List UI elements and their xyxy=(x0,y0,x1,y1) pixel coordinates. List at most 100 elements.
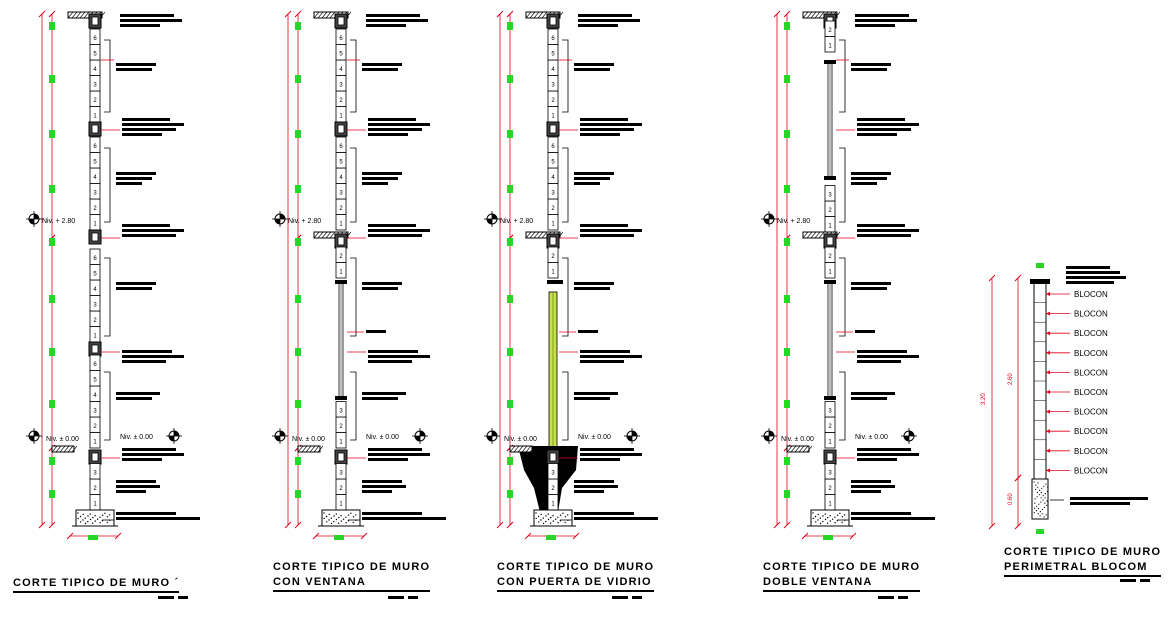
footing-aggregate xyxy=(826,522,829,524)
floor-slab xyxy=(51,445,75,453)
title-corte-muro-ventana: CORTE TIPICO DE MURO CON VENTANA xyxy=(273,560,431,592)
footing-aggregate xyxy=(827,516,829,519)
annotation-text-bar xyxy=(857,118,905,121)
annotation-text-bar xyxy=(362,517,446,520)
footing-aggregate xyxy=(1038,494,1040,496)
footing-aggregate xyxy=(1039,489,1041,491)
annotation-text-bar xyxy=(122,229,184,232)
footing-aggregate xyxy=(1034,498,1036,500)
slab-hatch xyxy=(513,445,520,453)
block-number: 1 xyxy=(93,334,97,340)
block-number: 2 xyxy=(93,206,97,212)
annotation-text-bar xyxy=(368,448,422,451)
level-label: Niv. ± 0.00 xyxy=(855,434,888,441)
block-number: 3 xyxy=(93,191,97,197)
dimension-marker xyxy=(49,400,55,408)
dimension-marker xyxy=(49,295,55,303)
note-bracket xyxy=(562,147,569,223)
blocon-label: BLOCON xyxy=(1074,290,1108,299)
block-number: 2 xyxy=(828,28,832,34)
footing-aggregate xyxy=(839,512,841,514)
level-label: Niv. + 2.80 xyxy=(777,218,810,225)
block-unit xyxy=(824,463,836,480)
annotation-text-bar xyxy=(1066,281,1114,284)
annotation-text-bar xyxy=(1066,276,1126,279)
beam-core xyxy=(337,452,345,462)
dimension-tick xyxy=(66,532,74,540)
slab-hatch xyxy=(814,11,821,19)
footing-aggregate xyxy=(817,519,819,521)
level-label: Niv. ± 0.00 xyxy=(578,434,611,441)
footing-aggregate xyxy=(1037,486,1039,488)
annotation-text-bar xyxy=(368,229,430,232)
block-number: 3 xyxy=(828,193,832,199)
footing-aggregate xyxy=(1040,492,1042,494)
dimension-tick xyxy=(496,10,504,18)
note-bracket xyxy=(839,371,846,441)
footing-aggregate xyxy=(814,515,817,518)
beam-core xyxy=(337,124,345,134)
annotation-text-bar xyxy=(851,397,887,400)
slab-hatch xyxy=(529,445,536,453)
dimension-marker xyxy=(295,130,301,138)
annotation-text-bar xyxy=(855,14,909,17)
block-number: 6 xyxy=(551,36,555,42)
annotation-text-bar xyxy=(116,177,152,180)
beam-core xyxy=(91,124,99,134)
footing-aggregate xyxy=(1041,508,1044,511)
footing-aggregate xyxy=(330,522,333,525)
block-number: 1 xyxy=(339,114,343,120)
block-number: 6 xyxy=(551,144,555,150)
blocon-label: BLOCON xyxy=(1074,310,1108,319)
footing-aggregate xyxy=(815,521,817,523)
level-label: Niv. ± 0.00 xyxy=(46,436,79,443)
footing-aggregate xyxy=(564,516,567,518)
footing-aggregate xyxy=(559,520,562,522)
block-unit xyxy=(335,136,347,153)
annotation-text-bar xyxy=(120,24,160,27)
slab-hatch xyxy=(537,231,544,239)
annotation-text-bar xyxy=(851,177,887,180)
annotation-text-bar xyxy=(366,24,406,27)
footing xyxy=(321,509,361,527)
dimension-marker xyxy=(295,295,301,303)
block-unit xyxy=(824,246,836,263)
dimension-marker xyxy=(507,75,513,83)
dimension-marker xyxy=(49,185,55,193)
footing-aggregate xyxy=(1045,514,1047,516)
block-number: 2 xyxy=(828,424,832,430)
slab-hatch xyxy=(794,445,801,453)
annotation-text-bar xyxy=(857,448,911,451)
slab-hatch xyxy=(325,11,332,19)
block-number: 1 xyxy=(339,222,343,228)
blocon-label: BLOCON xyxy=(1074,368,1108,377)
annotation-text-bar xyxy=(122,453,184,456)
slab-hatch xyxy=(75,11,82,19)
dimension-tick xyxy=(1014,474,1022,482)
dimension-marker xyxy=(784,457,790,465)
block-number: 2 xyxy=(93,98,97,104)
block-number: 4 xyxy=(93,287,97,293)
dimension-marker xyxy=(295,348,301,356)
footing-aggregate xyxy=(99,516,101,518)
footing-aggregate xyxy=(552,520,554,522)
block-number: 3 xyxy=(828,471,832,477)
footing-aggregate xyxy=(77,517,79,520)
slab-hatch xyxy=(537,11,544,19)
annotation-text-bar xyxy=(855,19,917,22)
block-number: 4 xyxy=(551,175,555,181)
annotation-text-bar xyxy=(362,397,398,400)
footing-aggregate xyxy=(106,521,108,524)
slab-hatch xyxy=(814,231,821,239)
footing-aggregate xyxy=(352,516,355,518)
footing-aggregate xyxy=(352,521,354,524)
block-number: 2 xyxy=(551,486,555,492)
scale-bar xyxy=(388,596,418,599)
block-unit xyxy=(335,401,347,418)
footing-aggregate xyxy=(1046,504,1048,506)
annotation-text-bar xyxy=(116,63,156,66)
window-sill xyxy=(335,396,347,400)
block-number: 5 xyxy=(93,52,97,58)
beam-core xyxy=(549,16,557,26)
slab-hatch xyxy=(329,11,336,19)
